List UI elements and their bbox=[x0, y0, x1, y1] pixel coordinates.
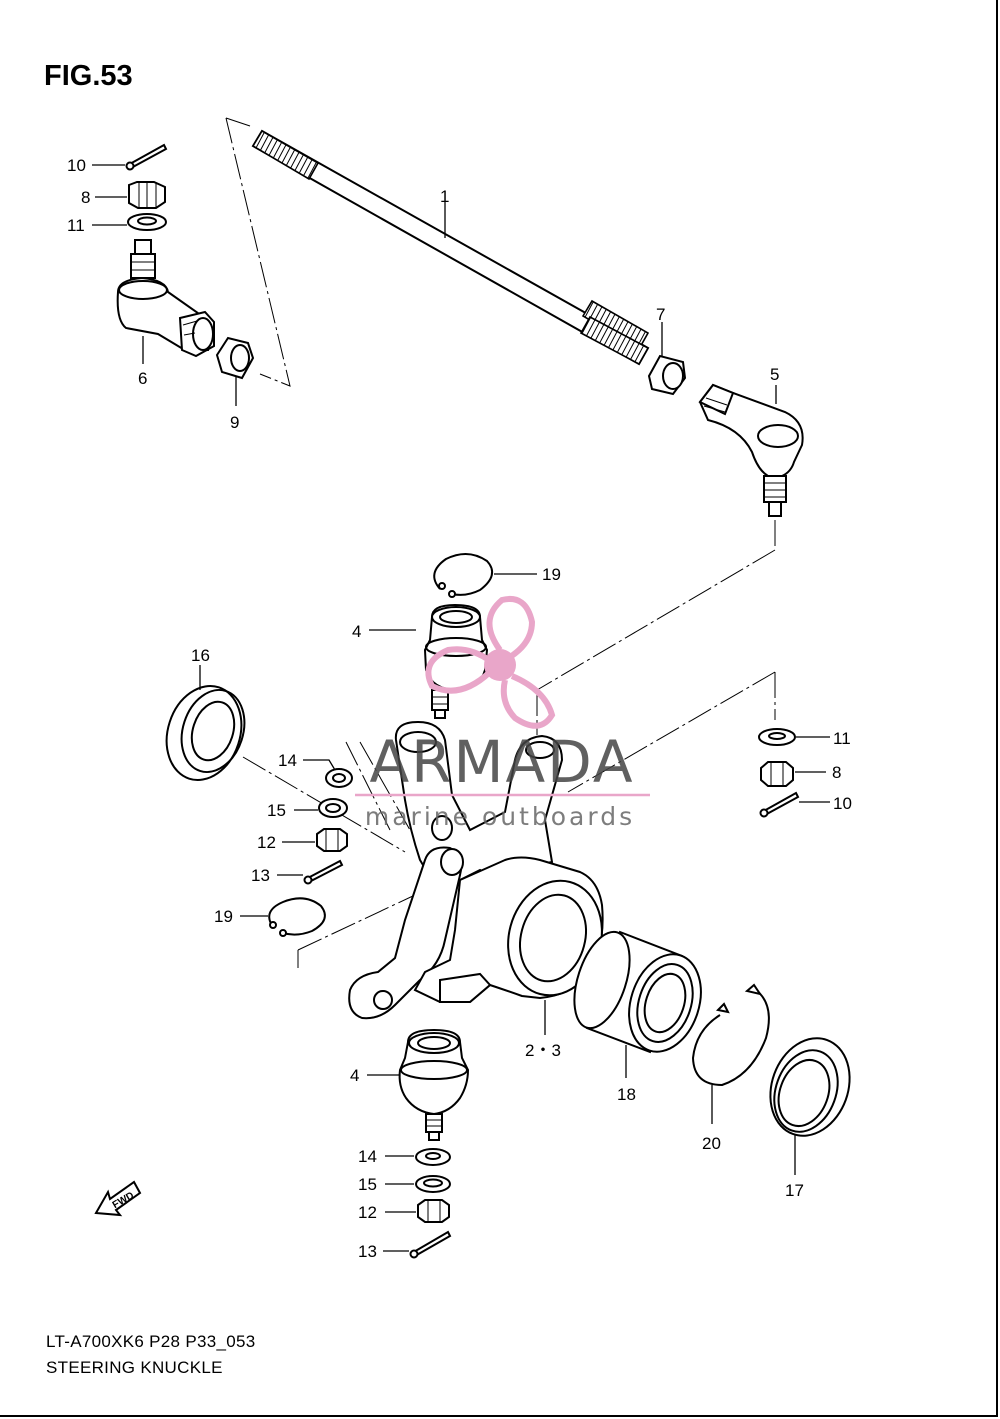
callout-5: 5 bbox=[770, 365, 779, 384]
part-16-oil-seal bbox=[165, 665, 246, 781]
callout-15-lower: 15 bbox=[358, 1175, 377, 1194]
part-11-washer-right bbox=[758, 728, 830, 746]
part-13-cotter-pin-upper bbox=[277, 859, 344, 885]
part-6-tie-rod-end-left bbox=[116, 239, 215, 364]
callout-labels: 1 2・3 4 4 5 6 7 8 8 9 10 10 11 11 12 12 … bbox=[67, 156, 852, 1261]
part-14-washer-upper bbox=[303, 759, 353, 788]
part-11-washer-top bbox=[92, 213, 167, 231]
callout-12-upper: 12 bbox=[257, 833, 276, 852]
assembly-guide-lines bbox=[225, 117, 776, 968]
part-14-washer-lower bbox=[385, 1148, 451, 1166]
callout-6: 6 bbox=[138, 369, 147, 388]
callout-10-right: 10 bbox=[833, 794, 852, 813]
figure-name: STEERING KNUCKLE bbox=[46, 1358, 223, 1377]
callout-8-top: 8 bbox=[81, 188, 90, 207]
model-code: LT-A700XK6 P28 P33_053 bbox=[46, 1332, 256, 1351]
fwd-label: FWD bbox=[111, 1190, 136, 1211]
callout-1: 1 bbox=[440, 187, 449, 206]
callout-8-right: 8 bbox=[832, 763, 841, 782]
callout-4-lower: 4 bbox=[350, 1066, 359, 1085]
figure-title: FIG.53 bbox=[44, 60, 133, 92]
callout-2-3: 2・3 bbox=[525, 1041, 561, 1060]
callout-11-top: 11 bbox=[67, 216, 85, 235]
callout-17: 17 bbox=[785, 1181, 804, 1200]
callout-14-upper: 14 bbox=[278, 751, 297, 770]
part-19-circlip-upper bbox=[433, 553, 537, 598]
callout-12-lower: 12 bbox=[358, 1203, 377, 1222]
part-4-ball-joint-lower bbox=[367, 1028, 470, 1141]
part-1-tie-rod bbox=[251, 129, 650, 366]
part-8-castle-nut-right bbox=[760, 761, 826, 787]
part-7-lock-nut bbox=[647, 322, 687, 396]
callout-7: 7 bbox=[656, 305, 665, 324]
part-19-circlip-lower bbox=[240, 897, 326, 937]
callout-18: 18 bbox=[617, 1085, 636, 1104]
part-4-ball-joint-upper bbox=[369, 603, 489, 719]
part-20-snap-ring bbox=[691, 983, 770, 1124]
callout-19-lower: 19 bbox=[214, 907, 233, 926]
part-15-washer-upper bbox=[294, 798, 348, 818]
part-15-washer-lower bbox=[385, 1175, 451, 1193]
fwd-arrow-icon: FWD bbox=[94, 1180, 142, 1217]
callout-15-upper: 15 bbox=[267, 801, 286, 820]
callout-13-upper: 13 bbox=[251, 866, 270, 885]
propeller-logo-icon bbox=[425, 596, 556, 729]
watermark-brand: ARMADA bbox=[369, 728, 634, 796]
part-8-castle-nut-top bbox=[95, 181, 166, 209]
callout-16: 16 bbox=[191, 646, 210, 665]
watermark-tagline: marine outboards bbox=[365, 802, 635, 831]
part-12-castle-nut-lower bbox=[385, 1199, 450, 1223]
part-18-bearing bbox=[573, 930, 702, 1078]
part-17-seal bbox=[769, 1037, 851, 1175]
part-9-nut bbox=[215, 336, 255, 406]
callout-19-upper: 19 bbox=[542, 565, 561, 584]
callout-4-upper: 4 bbox=[352, 622, 361, 641]
part-13-cotter-pin-lower bbox=[383, 1230, 452, 1259]
callout-14-lower: 14 bbox=[358, 1147, 377, 1166]
callout-10-top: 10 bbox=[67, 156, 86, 175]
callout-20: 20 bbox=[702, 1134, 721, 1153]
callout-9: 9 bbox=[230, 413, 239, 432]
callout-11-right: 11 bbox=[833, 729, 851, 748]
part-12-castle-nut-upper bbox=[282, 828, 348, 852]
part-5-tie-rod-end-right bbox=[698, 383, 804, 517]
part-10-cotter-pin-top bbox=[92, 143, 168, 171]
part-10-cotter-pin-right bbox=[759, 791, 830, 818]
callout-13-lower: 13 bbox=[358, 1242, 377, 1261]
part-2-3-steering-knuckle bbox=[348, 720, 604, 1035]
armada-watermark: ARMADA marine outboards bbox=[355, 596, 650, 831]
